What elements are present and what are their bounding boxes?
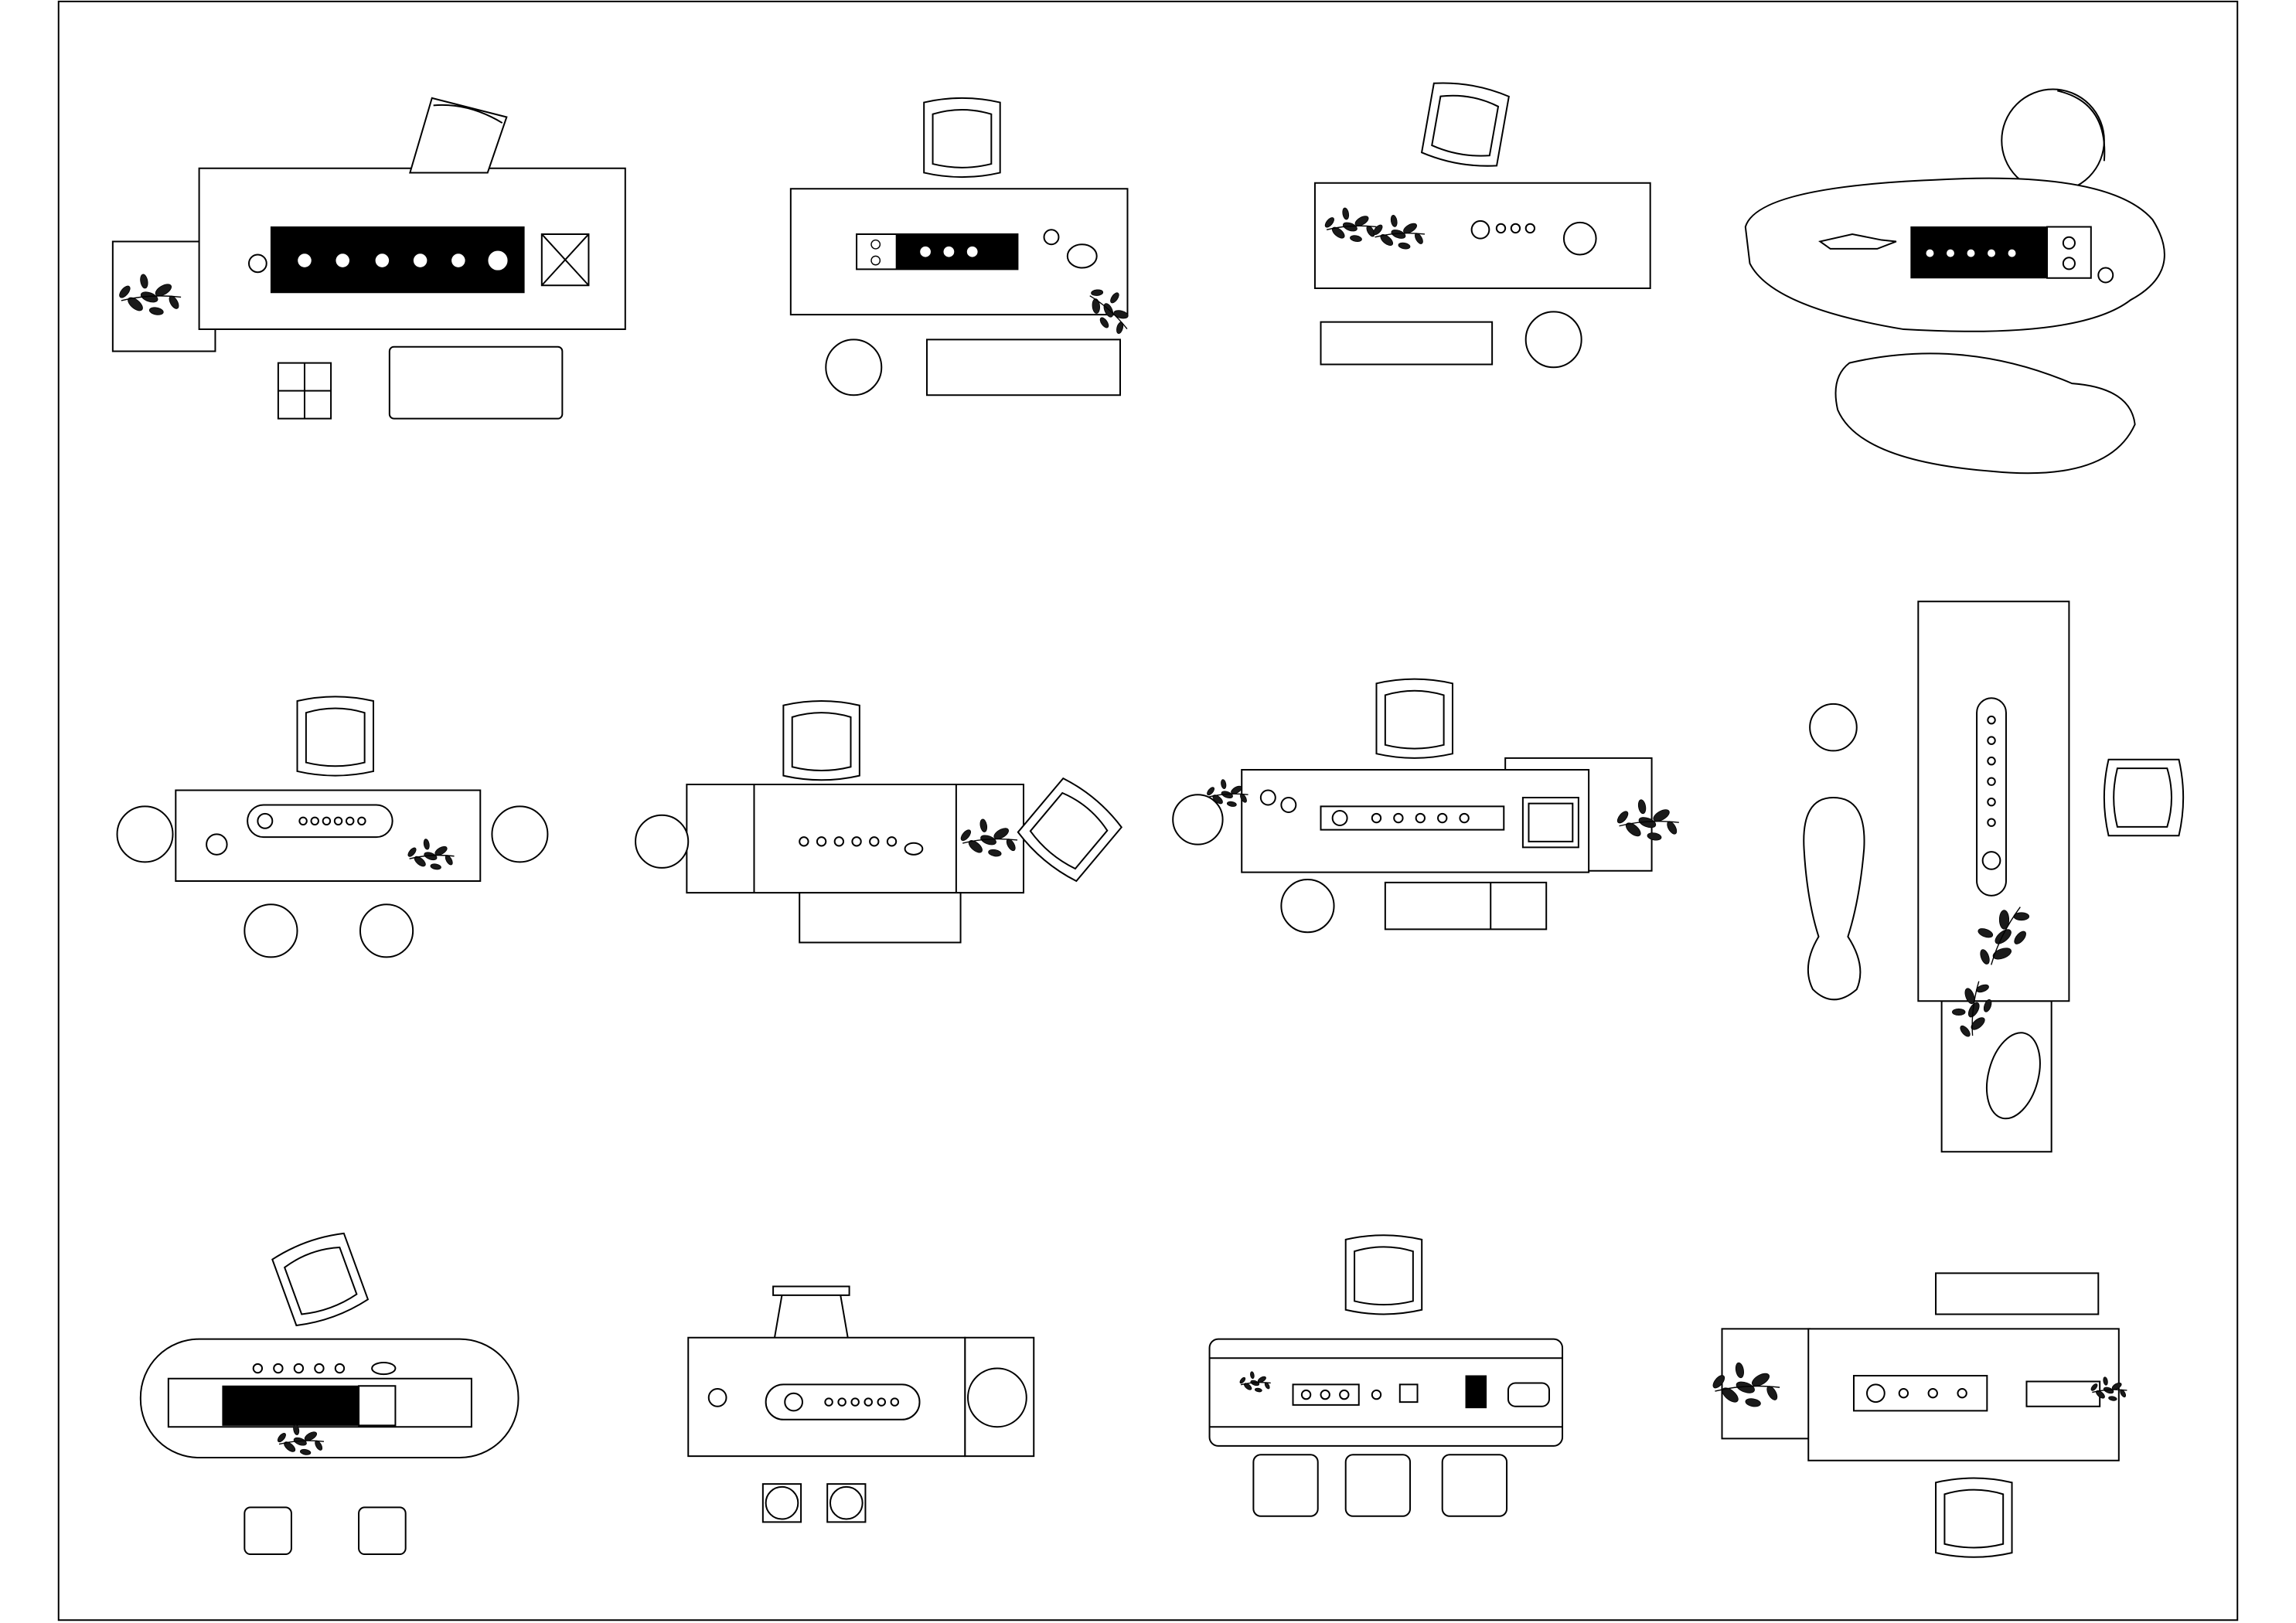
- tea-tray-icon: [223, 1363, 396, 1425]
- chair-icon: [782, 699, 861, 782]
- tea-tray-icon: [766, 1384, 920, 1419]
- stool-icon: [278, 363, 331, 419]
- side-cabinet: [113, 241, 216, 351]
- tea-set-8: [1804, 601, 2185, 1152]
- chair-icon: [1934, 1476, 2014, 1559]
- tea-set-4: [1746, 90, 2165, 474]
- stool-icon: [492, 806, 547, 862]
- stool-icon: [244, 1507, 291, 1554]
- kettle-icon: [968, 1369, 1027, 1427]
- kettle-icon: [2026, 1382, 2100, 1407]
- tea-tray-icon: [271, 227, 524, 293]
- stool-icon: [1443, 1455, 1507, 1516]
- tea-set-9: [141, 1227, 519, 1554]
- side-cabinet: [1722, 1329, 1811, 1438]
- stool-icon: [1346, 1455, 1410, 1516]
- chair-icon: [269, 1227, 371, 1332]
- stool-icon: [826, 339, 881, 395]
- stool-icon: [359, 1507, 406, 1554]
- kettle-icon: [1820, 234, 1896, 249]
- chair-icon: [922, 96, 1002, 179]
- cup-icon: [2098, 268, 2113, 283]
- stool-icon: [1281, 880, 1334, 932]
- stool-icon: [635, 815, 688, 868]
- tea-set-12: [1709, 1273, 2128, 1559]
- tea-set-2: [791, 96, 1143, 395]
- bench-icon: [1385, 883, 1546, 930]
- bench-icon: [1321, 322, 1493, 365]
- tea-tray-icon: [1472, 221, 1535, 239]
- tea-tray-icon: [857, 234, 1017, 269]
- bench-icon: [390, 347, 563, 419]
- stool-icon: [763, 1484, 801, 1522]
- bench-icon: [799, 893, 960, 942]
- chair-icon: [1375, 677, 1454, 760]
- stool-icon: [1810, 704, 1857, 751]
- kettle-icon: [1466, 1376, 1487, 1408]
- stool-icon: [1173, 794, 1222, 844]
- stool-icon: [244, 904, 297, 957]
- cup-icon: [1261, 791, 1276, 805]
- chair-icon: [1013, 773, 1126, 886]
- tea-set-1: [113, 98, 625, 419]
- tea-tray-icon: [1854, 1376, 1987, 1410]
- tea-set-3: [1315, 77, 1650, 367]
- kettle-icon: [1523, 798, 1579, 847]
- side-cabinet: [1936, 1273, 2098, 1314]
- chair-icon: [1419, 77, 1511, 172]
- tea-set-11: [1210, 1233, 1562, 1516]
- kettle-icon: [1068, 244, 1097, 267]
- tea-tray-icon: [1977, 698, 2006, 896]
- tea-set-7: [1173, 677, 1681, 933]
- tea-set-6: [635, 699, 1126, 942]
- chair-icon: [1344, 1233, 1424, 1316]
- tea-tray-icon: [1911, 227, 2091, 278]
- chair-back: [2057, 90, 2104, 161]
- tea-table: [1210, 1339, 1562, 1446]
- tea-set-10: [688, 1286, 1034, 1522]
- bench-icon: [1836, 353, 2135, 473]
- chair-icon: [410, 98, 506, 173]
- chair-icon: [295, 695, 375, 777]
- cup-icon: [1508, 1383, 1549, 1406]
- stool-icon: [118, 806, 173, 862]
- bench-icon: [927, 339, 1120, 395]
- cup-icon: [709, 1389, 727, 1407]
- kettle-icon: [206, 834, 227, 855]
- stool-icon: [827, 1484, 865, 1522]
- tea-tray-icon: [1293, 1384, 1418, 1405]
- tea-tray-icon: [1321, 806, 1504, 829]
- stool-icon: [1253, 1455, 1317, 1516]
- cup-icon: [1281, 798, 1296, 812]
- kettle-icon: [542, 234, 589, 285]
- chair-icon: [2001, 90, 2104, 192]
- tea-tray-icon: [799, 837, 922, 855]
- tea-tray-icon: [247, 805, 393, 837]
- cup-icon: [1564, 223, 1596, 255]
- stool-icon: [360, 904, 413, 957]
- cup-icon: [1044, 230, 1059, 244]
- drawing-border: [59, 2, 2237, 1620]
- tea-set-5: [118, 695, 548, 957]
- bench-icon: [1804, 798, 1864, 999]
- stool-icon: [1526, 311, 1582, 367]
- kettle-icon: [1978, 1027, 2049, 1125]
- cup-icon: [249, 254, 267, 272]
- chair-icon: [2102, 757, 2185, 838]
- chair-icon: [773, 1286, 849, 1337]
